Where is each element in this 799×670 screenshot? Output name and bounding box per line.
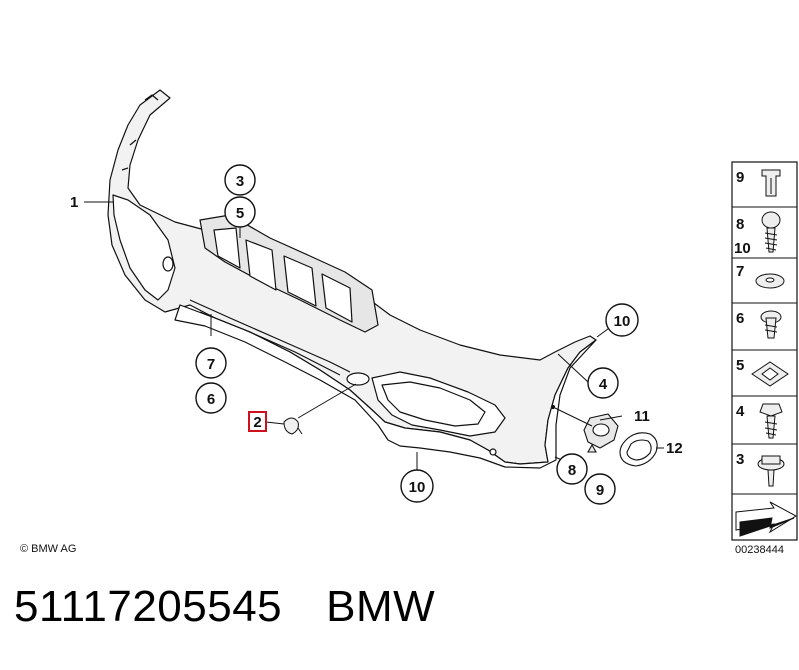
bracket-part-11 — [583, 413, 619, 453]
svg-text:12: 12 — [666, 440, 683, 457]
callout-10-top: 10 — [605, 303, 639, 337]
callout-7: 7 — [195, 347, 227, 379]
callout-4: 4 — [587, 367, 619, 399]
diagram-number: 00238444 — [735, 544, 784, 556]
svg-text:5: 5 — [236, 205, 244, 222]
spring-nut-icon — [751, 361, 789, 387]
svg-text:10: 10 — [734, 240, 751, 257]
callout-1: 1 — [70, 194, 78, 211]
part-number: 51117205545 — [14, 582, 283, 631]
grommet-part-12 — [619, 432, 658, 467]
copyright-text: © BMW AG — [20, 543, 76, 555]
front-bumper-drawing — [107, 89, 597, 469]
svg-text:1: 1 — [70, 194, 78, 211]
callout-9: 9 — [584, 473, 616, 505]
svg-text:7: 7 — [736, 263, 744, 280]
brand-name: BMW — [326, 582, 436, 631]
callout-2-highlighted[interactable]: 2 — [248, 411, 267, 432]
direction-arrow-icon — [735, 501, 798, 537]
svg-text:9: 9 — [596, 482, 604, 499]
svg-text:8: 8 — [736, 216, 744, 233]
svg-text:8: 8 — [568, 462, 576, 479]
svg-text:9: 9 — [736, 169, 744, 186]
svg-text:2: 2 — [253, 414, 261, 431]
svg-text:10: 10 — [409, 479, 426, 496]
flange-nut-icon — [757, 455, 785, 487]
torx-screw-icon — [760, 310, 782, 339]
svg-text:3: 3 — [236, 173, 244, 190]
tow-hook-cover-part — [283, 417, 303, 435]
fastener-legend: 9 8 10 7 6 5 4 3 — [731, 161, 798, 541]
svg-text:6: 6 — [736, 310, 744, 327]
svg-text:10: 10 — [614, 313, 631, 330]
hex-screw-icon — [759, 403, 783, 439]
callout-11: 11 — [634, 408, 650, 425]
svg-text:3: 3 — [736, 451, 744, 468]
callout-12: 12 — [666, 440, 683, 457]
washer-icon — [755, 273, 785, 289]
svg-text:4: 4 — [736, 403, 745, 420]
svg-text:6: 6 — [207, 391, 215, 408]
callout-10-bottom: 10 — [400, 469, 434, 503]
svg-text:11: 11 — [634, 408, 650, 425]
callout-5: 5 — [224, 196, 256, 228]
callout-3: 3 — [224, 164, 256, 196]
callout-6: 6 — [195, 382, 227, 414]
clip-icon — [761, 169, 781, 197]
part-caption: 51117205545 BMW — [14, 582, 435, 632]
screw-icon — [761, 211, 781, 253]
callout-8: 8 — [556, 453, 588, 485]
svg-text:4: 4 — [599, 376, 608, 393]
svg-text:7: 7 — [207, 356, 215, 373]
svg-text:5: 5 — [736, 357, 744, 374]
